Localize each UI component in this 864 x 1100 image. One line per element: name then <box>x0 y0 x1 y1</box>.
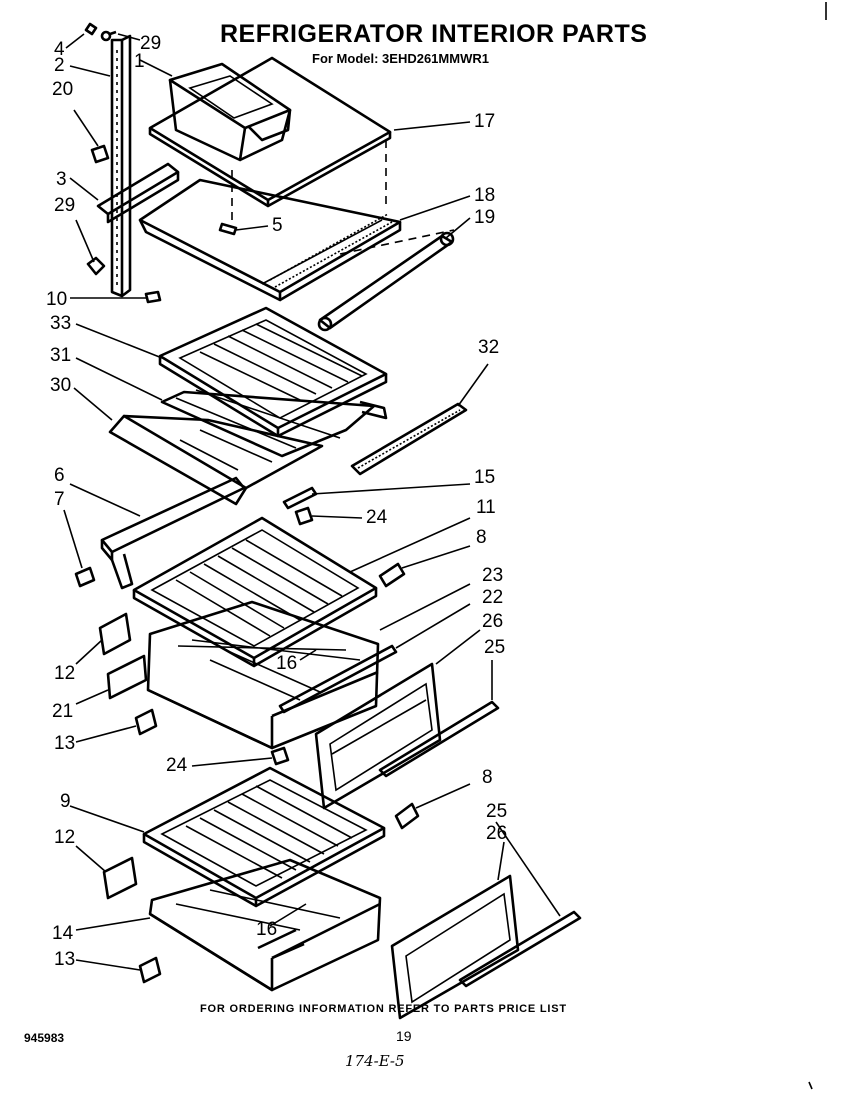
callout-5: 5 <box>272 215 283 236</box>
callout-13: 13 <box>54 733 76 754</box>
crisper-cover-17 <box>148 56 392 208</box>
bracket-12-top <box>98 612 132 656</box>
callout-8: 8 <box>482 767 493 788</box>
clip-29-lower <box>86 256 106 276</box>
callout-10: 10 <box>46 289 68 310</box>
shelf-33 <box>158 306 388 438</box>
callout-12: 12 <box>54 827 76 848</box>
knob-24-bottom <box>270 746 290 766</box>
callout-23: 23 <box>482 565 504 586</box>
pin-8-bottom <box>394 802 420 830</box>
callout-16: 16 <box>256 919 278 940</box>
screw-10 <box>144 290 162 304</box>
document-number: 945983 <box>24 1031 65 1045</box>
shelf-rail-32 <box>350 402 468 476</box>
callout-12: 12 <box>54 663 76 684</box>
callout-14: 14 <box>52 923 74 944</box>
callout-29: 29 <box>54 195 76 216</box>
hidden-line <box>339 229 455 255</box>
callout-26: 26 <box>486 823 508 844</box>
knob-24-top <box>294 506 314 526</box>
trim-25-bottom <box>458 910 582 988</box>
callout-33: 33 <box>50 313 72 334</box>
callout-9: 9 <box>60 791 71 812</box>
ordering-note: FOR ORDERING INFORMATION REFER TO PARTS … <box>200 1003 567 1015</box>
callout-19: 19 <box>474 207 496 228</box>
page-title: REFRIGERATOR INTERIOR PARTS <box>220 20 648 48</box>
pin-7 <box>74 566 96 588</box>
bracket-12-bottom <box>102 856 138 900</box>
rail-6 <box>100 476 246 590</box>
callout-17: 17 <box>474 111 496 132</box>
page-number: 19 <box>396 1028 412 1044</box>
callout-31: 31 <box>50 345 72 366</box>
crisper-pan-14 <box>148 858 382 992</box>
callout-13: 13 <box>54 949 76 970</box>
pin-8-top <box>378 562 406 588</box>
callout-4: 4 <box>54 39 65 60</box>
clip-13-top <box>134 708 158 736</box>
callout-2: 2 <box>54 55 65 76</box>
leader-lines <box>63 33 561 971</box>
callout-16: 16 <box>276 653 298 674</box>
glass-shelf-9 <box>142 766 386 908</box>
cover-frame-18 <box>138 178 402 302</box>
callout-8: 8 <box>476 527 487 548</box>
glass-shelf-11 <box>132 516 378 668</box>
pin-15 <box>282 486 318 510</box>
callout-1: 1 <box>134 51 145 72</box>
callout-6: 6 <box>54 465 65 486</box>
callout-22: 22 <box>482 587 504 608</box>
callout-25: 25 <box>484 637 506 658</box>
callout-25: 25 <box>486 801 508 822</box>
crossbar-3 <box>96 162 180 224</box>
callout-24: 24 <box>166 755 188 776</box>
callout-30: 30 <box>50 375 72 396</box>
callout-3: 3 <box>56 169 67 190</box>
drawer-front-26-bottom <box>390 874 520 1020</box>
screw-4 <box>84 22 98 36</box>
trim-19 <box>317 231 455 332</box>
crisper-drawer <box>146 600 380 750</box>
trim-22 <box>278 644 398 714</box>
drawer-front-26-top <box>314 662 442 810</box>
rail-bracket <box>110 34 132 298</box>
bracket-21 <box>106 654 148 700</box>
clip-13-bottom <box>138 956 162 984</box>
model-subtitle: For Model: 3EHD261MMWR1 <box>312 51 489 66</box>
slide-30 <box>108 414 324 506</box>
trim-25-top <box>378 700 500 778</box>
callout-32: 32 <box>478 337 500 358</box>
callout-7: 7 <box>54 489 65 510</box>
callout-15: 15 <box>474 467 496 488</box>
screw-5 <box>218 222 238 236</box>
cam-20 <box>90 144 110 164</box>
handwritten-code: 174-E-5 <box>345 1052 405 1070</box>
dairy-bin-1 <box>168 62 292 162</box>
callout-20: 20 <box>52 79 74 100</box>
callout-24: 24 <box>366 507 388 528</box>
corner-mark <box>808 1081 813 1090</box>
shelf-frame-31 <box>160 389 388 458</box>
callout-18: 18 <box>474 185 496 206</box>
callout-21: 21 <box>52 701 74 722</box>
callout-11: 11 <box>476 497 496 518</box>
callout-26: 26 <box>482 611 504 632</box>
clip-29-top <box>100 30 117 42</box>
callout-29: 29 <box>140 33 162 54</box>
